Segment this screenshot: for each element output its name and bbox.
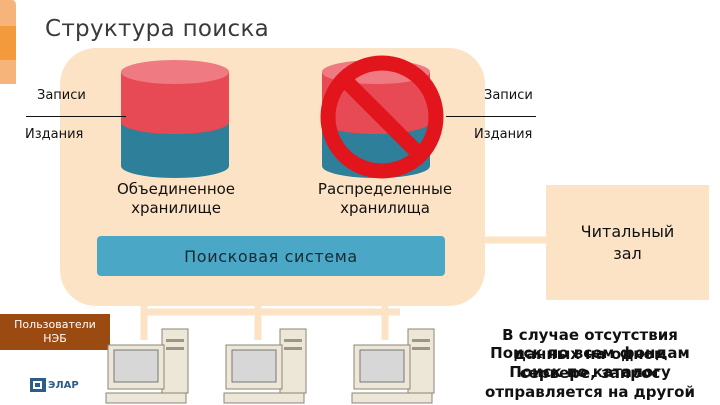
note-line: В случае отсутствия xyxy=(502,326,678,344)
caption-line: хранилища xyxy=(340,199,430,217)
note-overlay: Поиск по всем фондам Поиск по каталогу xyxy=(470,344,710,382)
right-divider-line xyxy=(446,116,536,117)
users-line: Пользователи xyxy=(14,318,96,331)
unified-storage-caption: Объединенное хранилище xyxy=(96,180,256,218)
users-label-box: Пользователи НЭБ xyxy=(0,314,110,350)
caption-line: Объединенное xyxy=(116,180,236,198)
computer-icon xyxy=(105,328,189,404)
computer-icon xyxy=(351,328,435,404)
note-line: сервере, запрос xyxy=(519,364,661,382)
note-overlay-line: Поиск по всем фондам xyxy=(490,344,690,362)
reading-room-line: Читальный xyxy=(580,221,675,241)
decorative-corner-shape xyxy=(0,0,16,84)
logo-text: ЭЛАР xyxy=(48,379,79,391)
left-records-label: Записи xyxy=(37,88,86,103)
database-cylinder-icon xyxy=(121,60,229,178)
page-title: Структура поиска xyxy=(45,16,270,42)
reading-room-box: Читальный зал xyxy=(546,185,709,300)
note-line: отправляется на другой xyxy=(485,383,695,401)
note-overlay-line: Поиск по каталогу xyxy=(509,363,671,381)
search-system-bar: Поисковая система xyxy=(97,236,445,276)
note-text-block: В случае отсутствия данных на одном серв… xyxy=(470,326,710,402)
logo: ЭЛАР xyxy=(30,378,79,392)
right-records-label: Записи xyxy=(484,88,533,103)
note-line: данных на одном xyxy=(513,345,667,363)
left-divider-line xyxy=(26,116,126,117)
reading-room-line: зал xyxy=(613,243,642,263)
left-editions-label: Издания xyxy=(25,127,84,142)
prohibition-icon xyxy=(320,55,444,179)
users-line: НЭБ xyxy=(43,332,67,345)
distributed-storage-caption: Распределенные хранилища xyxy=(300,180,470,218)
computer-icon xyxy=(223,328,307,404)
right-editions-label: Издания xyxy=(474,127,533,142)
logo-icon xyxy=(30,378,46,392)
caption-line: хранилище xyxy=(131,199,221,217)
caption-line: Распределенные xyxy=(317,180,453,198)
